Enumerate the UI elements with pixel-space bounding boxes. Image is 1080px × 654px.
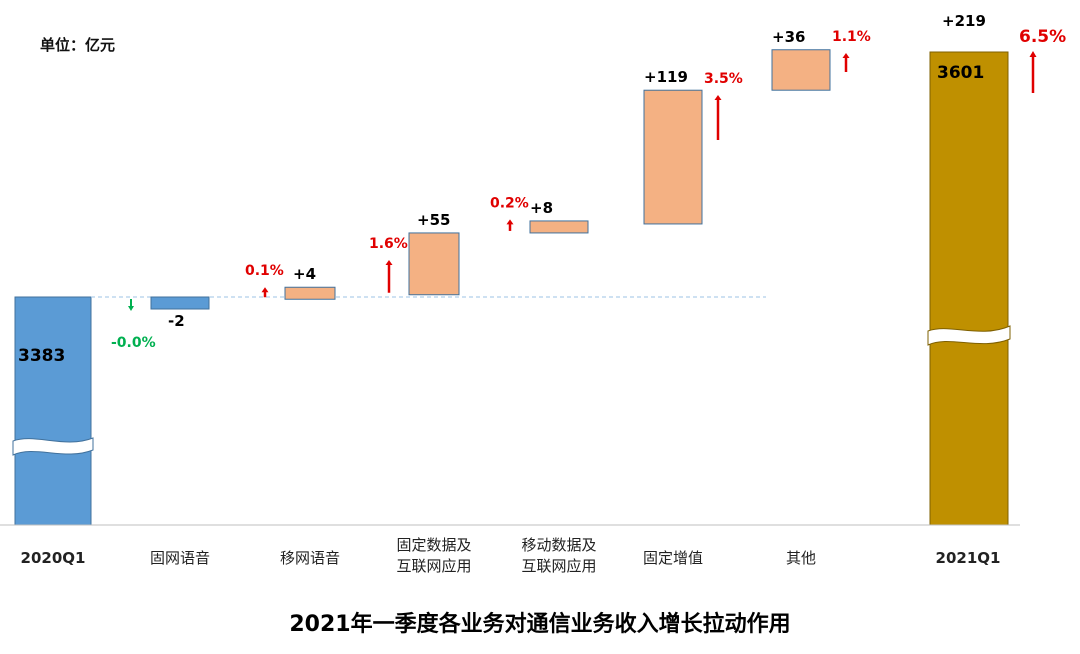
- total-change-label: +219: [942, 12, 986, 30]
- category-label-3: 移网语音: [280, 549, 340, 567]
- category-label-4-line-2: 互联网应用: [396, 557, 471, 575]
- arrowhead-change-3: [385, 260, 393, 266]
- value-label-change-2: +4: [293, 265, 316, 283]
- value-label-2021q1: 3601: [937, 63, 984, 83]
- percent-label-change-2: 0.1%: [245, 263, 284, 279]
- bar-change-3: [408, 232, 460, 296]
- axis-break-2020q1: [12, 437, 94, 456]
- category-label-1: 2020Q1: [21, 549, 86, 567]
- bar-change-5: [643, 89, 703, 225]
- arrowhead-total-growth: [1029, 51, 1037, 57]
- bar-2020q1: [14, 296, 92, 526]
- waterfall-chart: 3383 -2 -0.0% +4 0.1% +55 1.6% +80.2% +119 3.5% +3…: [0, 12, 1066, 575]
- bar-change-2: [284, 286, 336, 300]
- value-label-change-3: +55: [417, 211, 450, 229]
- arrowhead-change-4: [506, 219, 514, 225]
- percent-label-change-6: 1.1%: [832, 29, 871, 45]
- bar-change-6: [771, 49, 831, 91]
- percent-label-change-5: 3.5%: [704, 71, 743, 87]
- value-label-change-1: -2: [168, 312, 185, 330]
- category-label-4-line-1: 固定数据及: [396, 536, 471, 554]
- percent-label-change-3: 1.6%: [369, 236, 408, 252]
- axis-break-2021q1: [927, 325, 1011, 346]
- percent-label-change-1: -0.0%: [111, 335, 156, 351]
- chart-title: 2021年一季度各业务对通信业务收入增长拉动作用: [289, 612, 791, 637]
- arrowhead-change-1: [128, 306, 134, 311]
- bar-2021q1: [929, 51, 1009, 526]
- value-label-change-6: +36: [772, 28, 805, 46]
- arrowhead-change-5: [714, 95, 722, 100]
- arrowhead-change-2: [261, 287, 269, 293]
- bar-change-1: [150, 296, 210, 310]
- category-label-5-line-1: 移动数据及: [521, 536, 596, 554]
- total-growth-label: 6.5%: [1019, 27, 1066, 47]
- category-label-2: 固网语音: [150, 549, 210, 567]
- percent-label-change-4: 0.2%: [490, 195, 529, 211]
- value-label-change-4: +8: [530, 199, 553, 217]
- value-label-change-5: +119: [644, 68, 688, 86]
- unit-label: 单位：亿元: [40, 36, 116, 54]
- category-label-7: 其他: [786, 549, 816, 567]
- bar-change-4: [529, 220, 589, 234]
- value-label-2020q1: 3383: [18, 346, 65, 366]
- category-label-5-line-2: 互联网应用: [521, 557, 596, 575]
- category-label-8: 2021Q1: [936, 549, 1001, 567]
- arrowhead-change-6: [842, 53, 850, 58]
- category-label-6: 固定增值: [643, 549, 703, 567]
